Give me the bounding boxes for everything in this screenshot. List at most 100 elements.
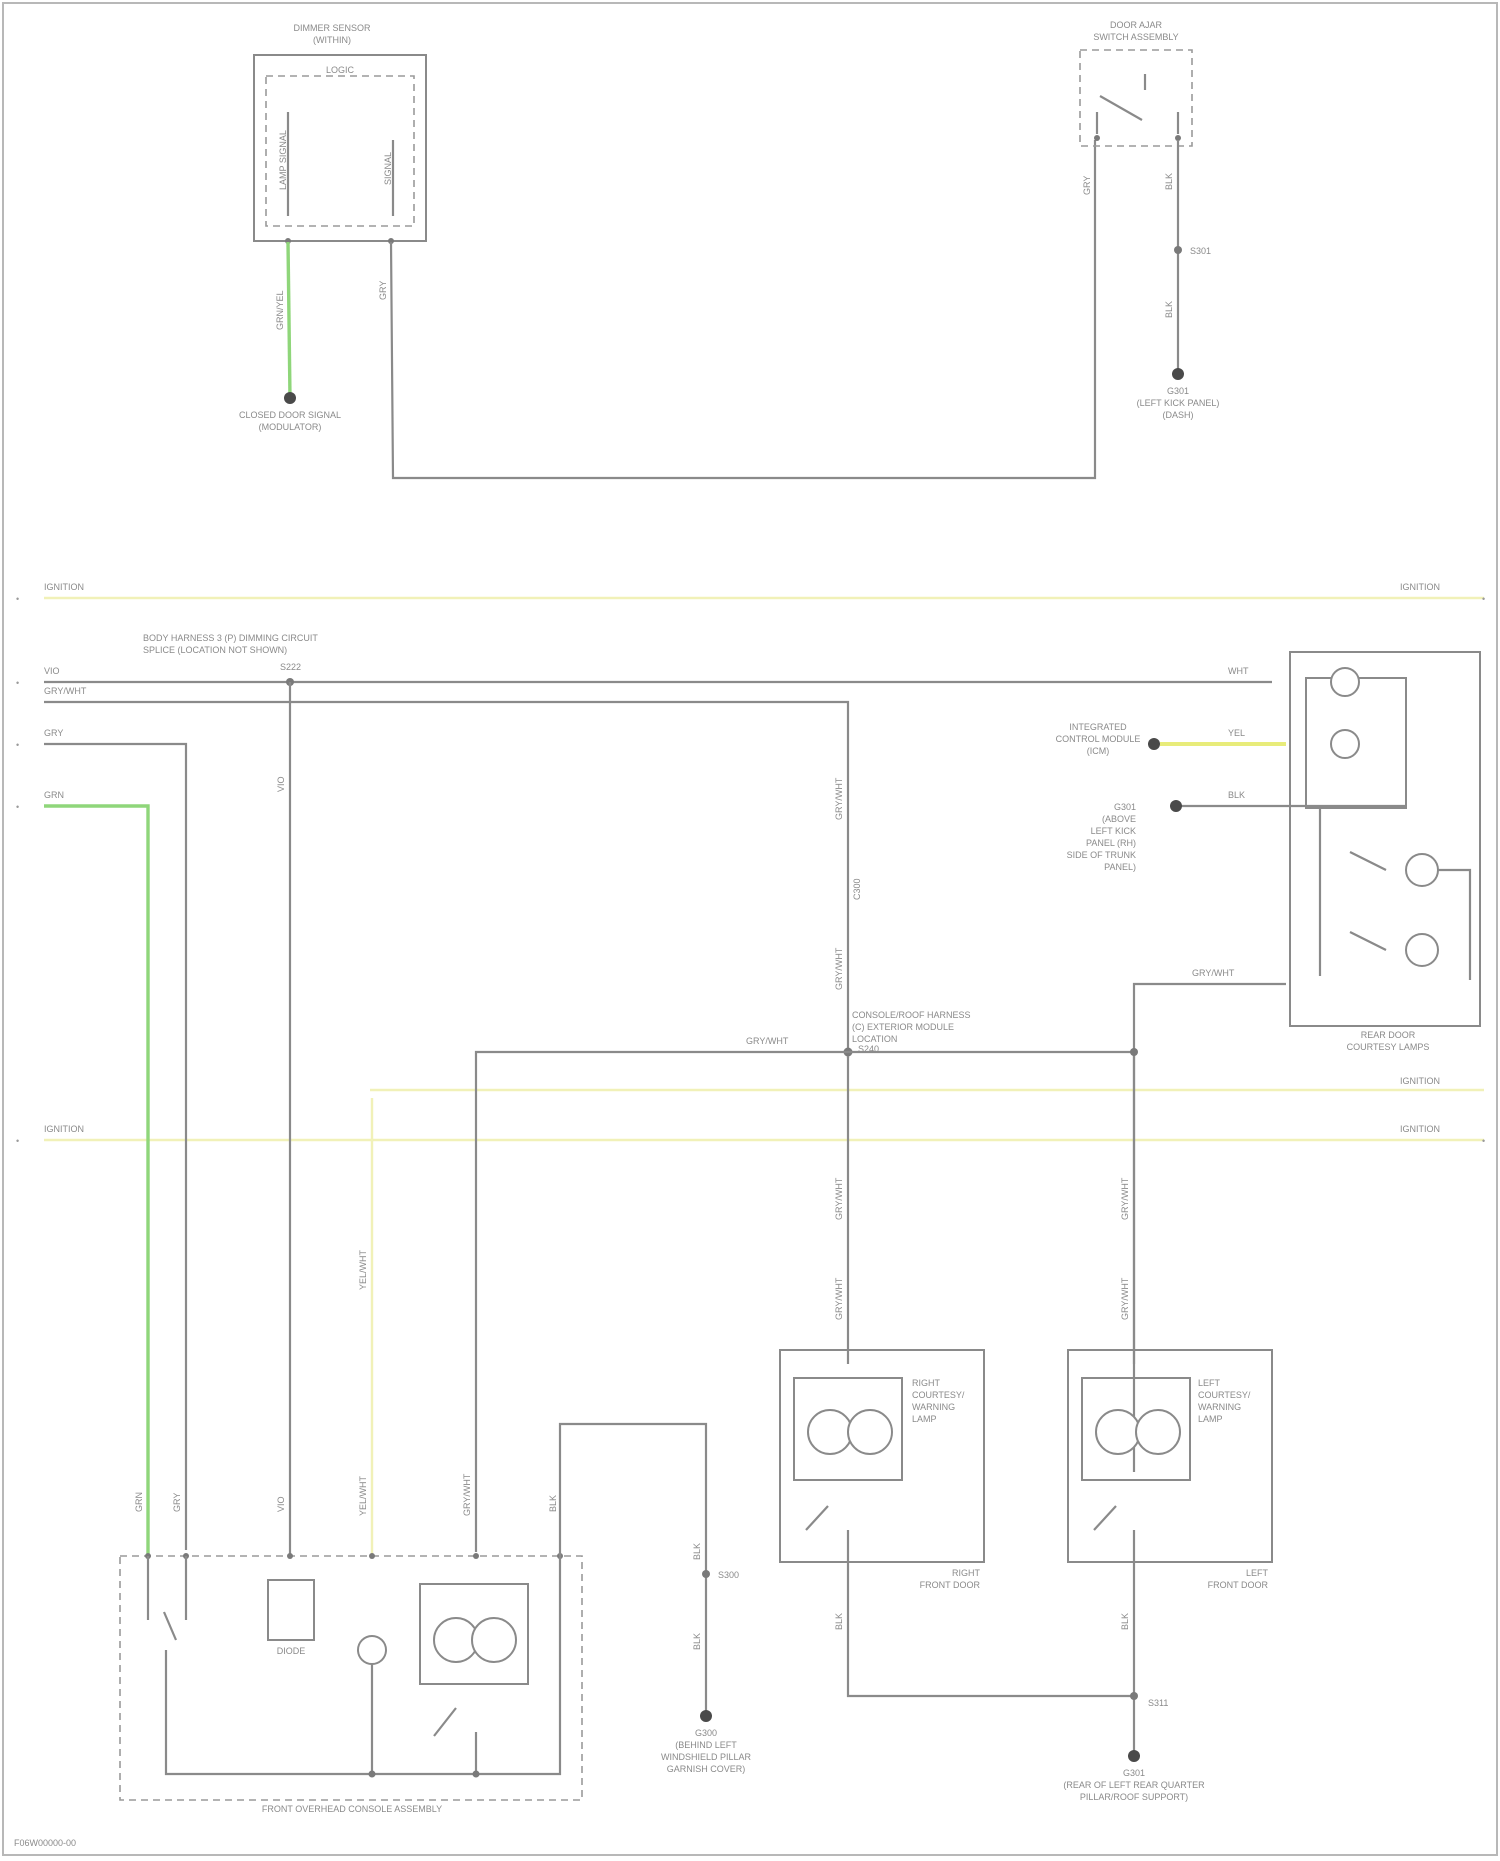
lamps-ground-line-3: PILLAR/ROOF SUPPORT) (1080, 1792, 1188, 1802)
feed-1-tag-label: GRY/WHT (44, 686, 87, 696)
module-wire-a-label: WHT (1228, 666, 1249, 676)
right-lamp-sub-2: FRONT DOOR (920, 1580, 981, 1590)
right-splice-dot (1130, 1048, 1138, 1056)
right-lamp-title-1: RIGHT (912, 1378, 941, 1388)
overhead-pin-4 (369, 1553, 375, 1559)
lamps-ground-point (1128, 1750, 1140, 1762)
lamps-splice-dot (1130, 1692, 1138, 1700)
switch-wire-c-label: BLK (1164, 301, 1174, 318)
center-wire-top2-label: GRY/WHT (834, 947, 844, 990)
feed-3-label: GRN (44, 790, 64, 800)
overhead-pin-label-4: YEL/WHT (358, 1475, 368, 1516)
module-wire-b-label: YEL (1228, 728, 1245, 738)
center-splice-title-2: (C) EXTERIOR MODULE (852, 1022, 954, 1032)
dimmer-sensor-module: DIMMER SENSOR (WITHIN) LOGIC LAMP SIGNAL… (254, 23, 426, 244)
vio-drop-label: VIO (276, 776, 286, 792)
switch-ground-line-1: G301 (1167, 386, 1189, 396)
switch-blade (1100, 96, 1142, 120)
sensor-title-line-2: (WITHIN) (313, 35, 351, 45)
switch-splice-dot (1174, 246, 1182, 254)
module-wire-d-label: GRY/WHT (1192, 968, 1235, 978)
sensor-pin-b-label: SIGNAL (383, 152, 393, 185)
left-lamp-title-2: COURTESY/ (1198, 1390, 1251, 1400)
left-lamp-bulb-2 (1136, 1410, 1180, 1454)
left-lamp-sub-1: LEFT (1246, 1568, 1269, 1578)
right-wire-top-label: GRY/WHT (834, 1177, 844, 1220)
overhead-ground-line-1: G300 (695, 1728, 717, 1738)
yel-dest-point (1148, 738, 1160, 750)
module-title-line-2: COURTESY LAMPS (1347, 1042, 1430, 1052)
blk-dest-line-2: (ABOVE (1102, 814, 1136, 824)
blk-dest-line-1: G301 (1114, 802, 1136, 812)
footer-id: F06W00000-00 (14, 1838, 76, 1848)
blk-dest-line-3: LEFT KICK (1091, 826, 1136, 836)
overhead-ground-point (700, 1710, 712, 1722)
right-courtesy-lamp: RIGHT COURTESY/ WARNING LAMP RIGHT FRONT… (780, 1350, 984, 1590)
overhead-ground-rail (166, 1556, 560, 1774)
overhead-indicator (358, 1636, 386, 1664)
overhead-ground-wire-b: BLK (692, 1633, 702, 1650)
overhead-ground-splice-dot (702, 1570, 710, 1578)
center-splice-title-3: LOCATION (852, 1034, 897, 1044)
sensor-dest-line-2: (MODULATOR) (259, 422, 322, 432)
left-lamp-outer (1068, 1350, 1272, 1562)
blk-dest-line-6: PANEL) (1104, 862, 1136, 872)
right-lamp-title-2: COURTESY/ (912, 1390, 965, 1400)
blk-dest-point (1170, 800, 1182, 812)
gry-wht-feed-wire (44, 702, 848, 1058)
front-overhead-console: FRONT OVERHEAD CONSOLE ASSEMBLY GRN GRY … (120, 1473, 582, 1814)
feed-2-marker: • (16, 740, 19, 750)
overhead-switch (164, 1612, 176, 1640)
left-lamp-title-3: WARNING (1198, 1402, 1241, 1412)
feed-1-color-label: VIO (44, 666, 60, 676)
switch-ground-line-3: (DASH) (1163, 410, 1194, 420)
left-lamp-title-4: LAMP (1198, 1414, 1223, 1424)
right-wire-bottom-label: BLK (834, 1613, 844, 1630)
feed-1-marker: • (16, 678, 19, 688)
overhead-pin-label-5: GRY/WHT (462, 1473, 472, 1516)
lamps-splice-label: S311 (1148, 1698, 1168, 1708)
left-lamp-sub-2: FRONT DOOR (1208, 1580, 1269, 1590)
left-wire-top-label: GRY/WHT (1120, 1177, 1130, 1220)
splice-s222-label: S222 (280, 662, 301, 672)
module-switch-upper (1350, 852, 1386, 870)
overhead-diode (268, 1580, 314, 1640)
left-wire-mid-label: GRY/WHT (1120, 1277, 1130, 1320)
bus-upper-left-marker: • (16, 594, 19, 604)
overhead-pin-5 (473, 1553, 479, 1559)
page-frame (3, 3, 1497, 1855)
module-bulb-top (1331, 668, 1359, 696)
overhead-rail-junction-2 (473, 1771, 480, 1778)
sensor-wire-a-label: GRN/YEL (275, 290, 285, 330)
overhead-diode-label: DIODE (277, 1646, 306, 1656)
right-lamp-switch (806, 1506, 828, 1530)
switch-title-line-1: DOOR AJAR (1110, 20, 1163, 30)
overhead-ground-line-3: WINDSHIELD PILLAR (661, 1752, 752, 1762)
left-lamp-switch (1094, 1506, 1116, 1530)
right-lamp-bulb-1 (808, 1410, 852, 1454)
overhead-console-box (120, 1556, 582, 1800)
switch-title-line-2: SWITCH ASSEMBLY (1093, 32, 1178, 42)
yel-dest-line-2: CONTROL MODULE (1056, 734, 1141, 744)
lamps-ground-line-2: (REAR OF LEFT REAR QUARTER (1063, 1780, 1205, 1790)
bus-lower-left-label: IGNITION (44, 1124, 84, 1134)
right-wire-mid-label: GRY/WHT (834, 1277, 844, 1320)
right-lamp-title-3: WARNING (912, 1402, 955, 1412)
sensor-to-switch-wire (391, 140, 1095, 478)
right-lamp-title-4: LAMP (912, 1414, 937, 1424)
right-lamp-sub-1: RIGHT (952, 1568, 981, 1578)
module-switch-lower (1350, 932, 1386, 950)
module-bulb-lower-2 (1406, 934, 1438, 966)
module-wire-c-label: BLK (1228, 790, 1245, 800)
feed-2-label: GRY (44, 728, 63, 738)
bus-upper-right-label: IGNITION (1400, 582, 1440, 592)
sensor-title-line-1: DIMMER SENSOR (293, 23, 371, 33)
left-lamp-title-1: LEFT (1198, 1378, 1221, 1388)
rear-courtesy-module-box (1290, 652, 1480, 1026)
overhead-lamp-switch (434, 1708, 456, 1736)
overhead-title: FRONT OVERHEAD CONSOLE ASSEMBLY (262, 1804, 442, 1814)
switch-ground-point (1172, 368, 1184, 380)
switch-splice-label: S301 (1190, 246, 1211, 256)
bus-lower-left-marker: • (16, 1136, 19, 1146)
